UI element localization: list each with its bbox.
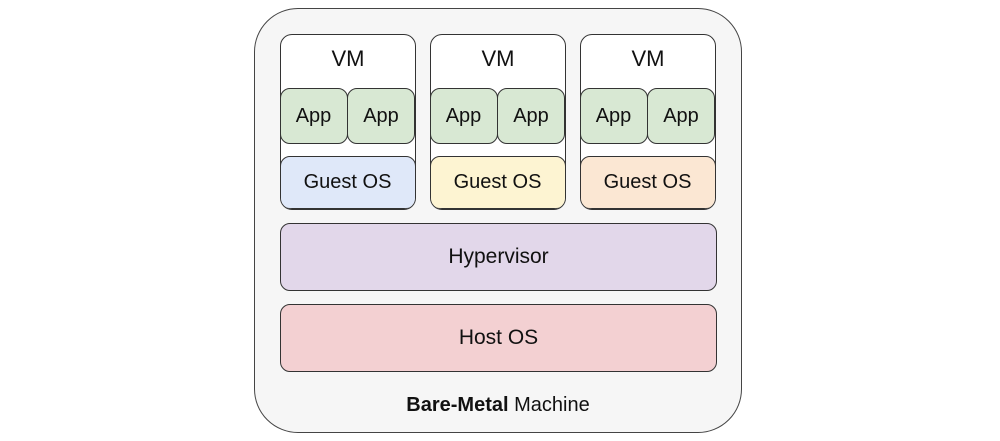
app-box: App [431,88,498,144]
vm-label: VM [481,46,515,71]
app-box: App [581,88,648,144]
vm-box-2: VM App App Guest OS [430,34,566,210]
guest-os-box: Guest OS [281,156,415,209]
vm-label: VM [631,46,665,71]
guest-os-box: Guest OS [431,156,565,209]
machine-caption: Bare-Metal Machine [254,393,742,417]
vm-box-3: VM App App Guest OS [580,34,716,210]
hypervisor-layer: Hypervisor [280,223,717,291]
app-box: App [647,88,715,144]
app-box: App [281,88,348,144]
app-box: App [347,88,415,144]
guest-os-box: Guest OS [581,156,715,209]
vm-box-1: VM App App Guest OS [280,34,416,210]
machine-caption-rest: Machine [514,394,590,416]
host-os-layer: Host OS [280,304,717,372]
app-box: App [497,88,565,144]
vm-label: VM [331,46,365,71]
machine-caption-bold: Bare-Metal [406,394,509,416]
